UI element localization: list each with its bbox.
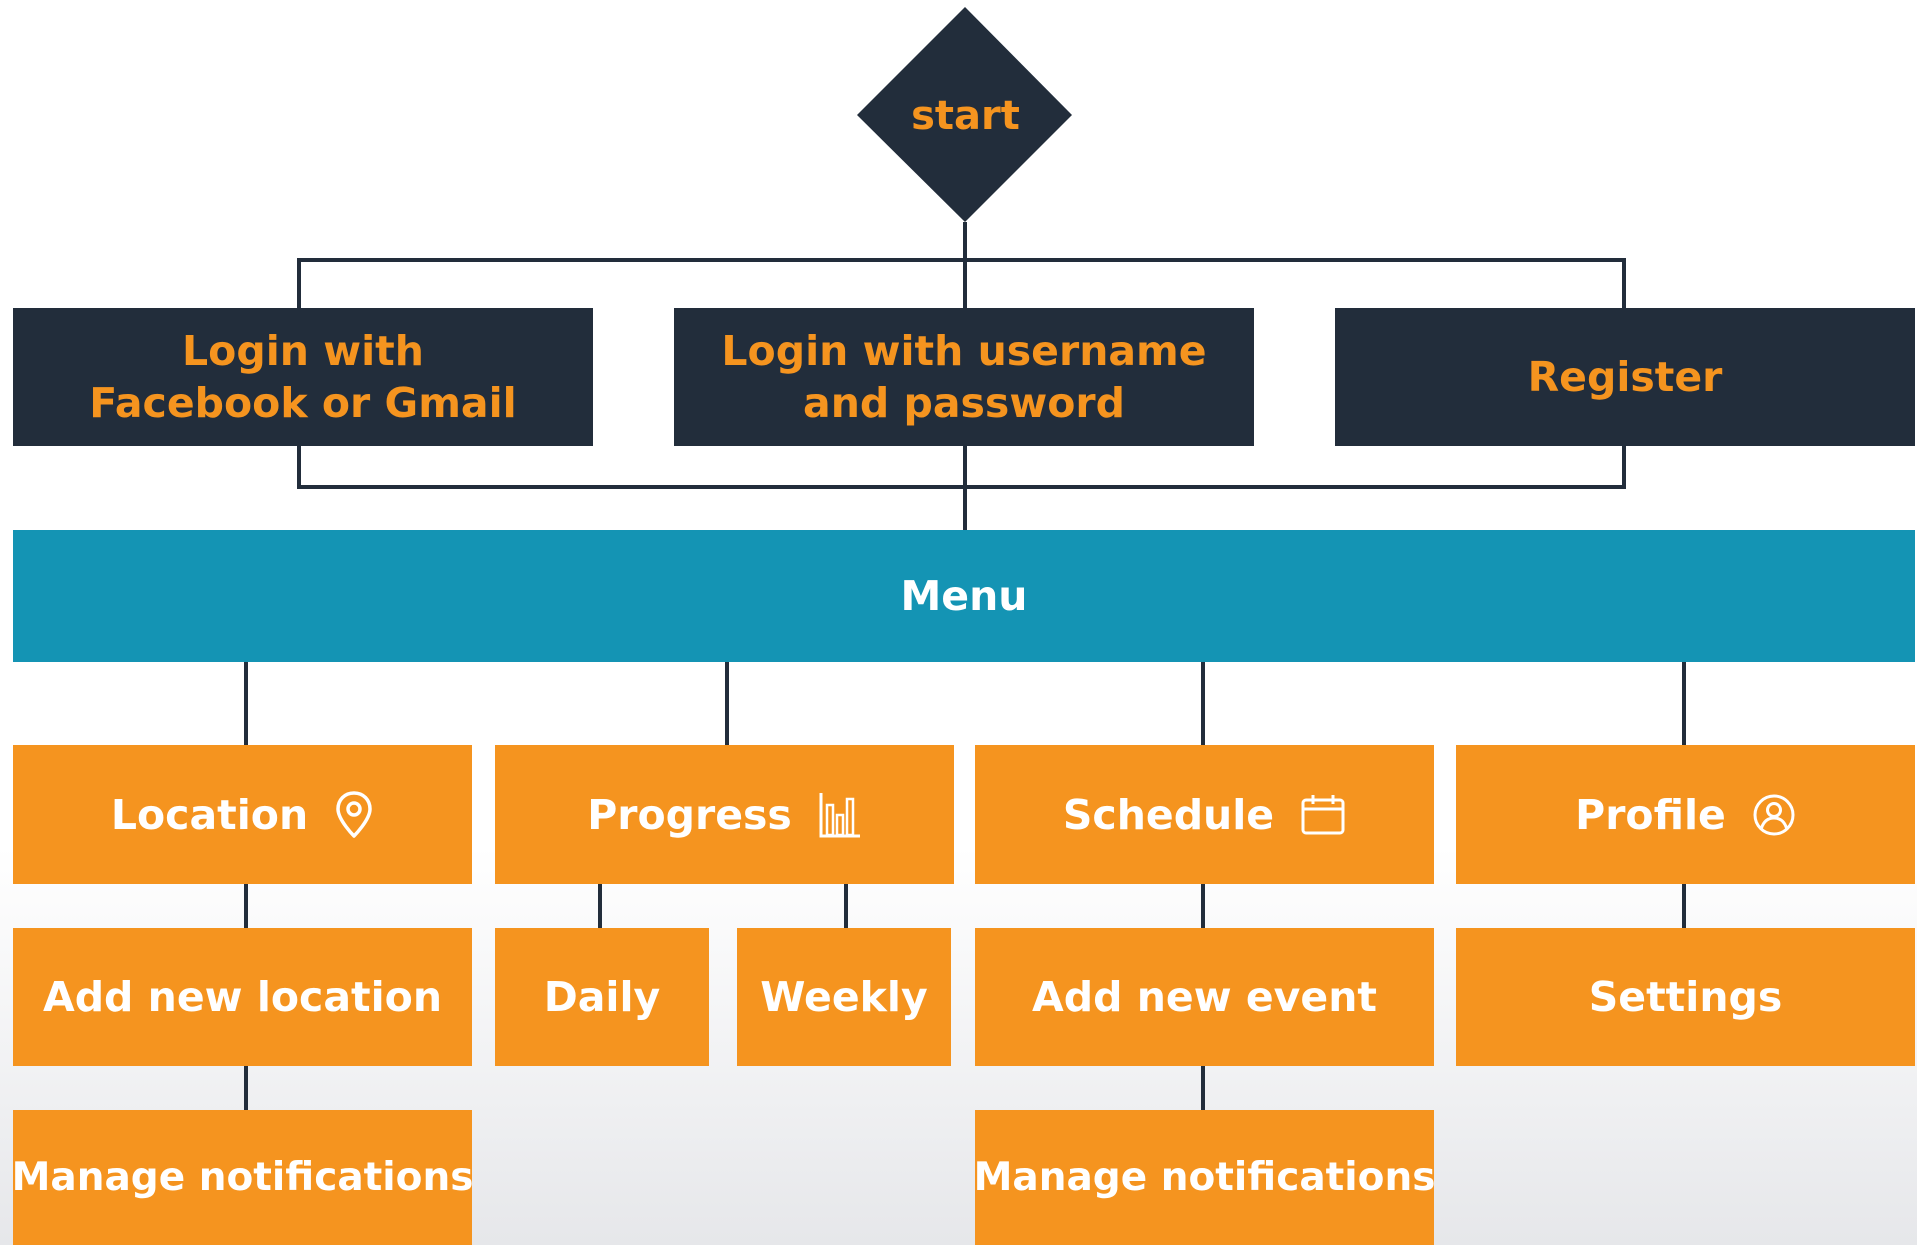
- location-box[interactable]: Location: [13, 745, 472, 884]
- menu-bar[interactable]: Menu: [13, 530, 1915, 662]
- weekly-box[interactable]: Weekly: [737, 928, 951, 1066]
- schedule-manage-notifications-label: Manage notifications: [973, 1155, 1436, 1200]
- map-pin-icon: [334, 790, 374, 840]
- login-social-label: Login with Facebook or Gmail: [89, 327, 517, 427]
- settings-box[interactable]: Settings: [1456, 928, 1915, 1066]
- add-new-location-box[interactable]: Add new location: [13, 928, 472, 1066]
- login-username-box[interactable]: Login with username and password: [674, 308, 1254, 446]
- settings-label: Settings: [1588, 973, 1783, 1021]
- weekly-label: Weekly: [760, 973, 928, 1021]
- location-manage-notifications-label: Manage notifications: [11, 1155, 474, 1200]
- progress-label: Progress: [587, 790, 792, 839]
- daily-label: Daily: [543, 973, 661, 1021]
- profile-label: Profile: [1575, 790, 1726, 839]
- login-social-box[interactable]: Login with Facebook or Gmail: [13, 308, 593, 446]
- add-new-location-label: Add new location: [42, 973, 443, 1021]
- add-new-event-box[interactable]: Add new event: [975, 928, 1434, 1066]
- daily-box[interactable]: Daily: [495, 928, 709, 1066]
- progress-box[interactable]: Progress: [495, 745, 954, 884]
- schedule-manage-notifications-box[interactable]: Manage notifications: [973, 1110, 1436, 1245]
- location-label: Location: [110, 790, 309, 839]
- calendar-icon: [1300, 794, 1346, 836]
- menu-label: Menu: [900, 572, 1028, 620]
- login-username-label: Login with username and password: [721, 327, 1207, 427]
- bar-chart-icon: [818, 791, 862, 839]
- register-label: Register: [1527, 353, 1723, 401]
- profile-box[interactable]: Profile: [1456, 745, 1915, 884]
- top-bracket: [297, 258, 1626, 308]
- start-label: start: [911, 93, 1020, 139]
- start-diamond: [857, 7, 1072, 222]
- schedule-label: Schedule: [1062, 790, 1275, 839]
- bottom-bracket: [297, 446, 1626, 489]
- location-manage-notifications-box[interactable]: Manage notifications: [11, 1110, 474, 1245]
- user-circle-icon: [1752, 793, 1796, 837]
- register-box[interactable]: Register: [1335, 308, 1915, 446]
- schedule-box[interactable]: Schedule: [975, 745, 1434, 884]
- add-new-event-label: Add new event: [1032, 973, 1377, 1021]
